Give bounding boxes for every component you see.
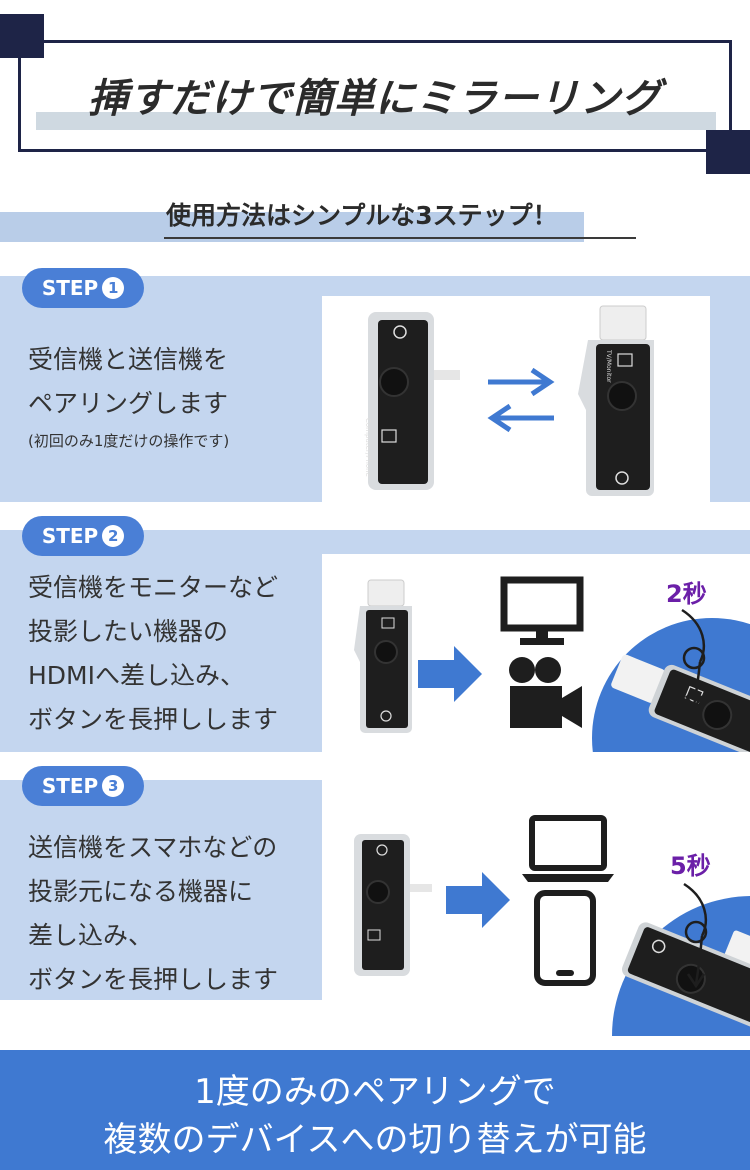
- title-highlight-band: [36, 112, 716, 130]
- step1-line-1: 受信機と送信機を: [28, 345, 229, 374]
- step3-text: 送信機をスマホなどの 投影元になる機器に 差し込み、 ボタンを長押しします: [28, 826, 278, 1002]
- step3-badge-number: 3: [102, 775, 125, 797]
- footer-banner: [0, 1050, 750, 1170]
- swap-arrows-icon: [487, 367, 555, 433]
- step3-line-3: 差し込み、: [28, 921, 154, 950]
- step2-line-1: 受信機をモニターなど: [28, 573, 279, 602]
- right-arrow-icon: [446, 872, 510, 928]
- step2-text: 受信機をモニターなど 投影したい機器の HDMIへ差し込み、 ボタンを長押ししま…: [28, 566, 278, 742]
- step3-line-4: ボタンを長押しします: [28, 965, 279, 994]
- title-frame: [18, 40, 732, 152]
- laptop-icon: [522, 815, 614, 882]
- step3-line-2: 投影元になる機器に: [28, 877, 254, 906]
- corner-square-bottom-right: [706, 130, 750, 174]
- right-arrow-icon: [418, 646, 482, 702]
- press-finger-arrow-icon: [683, 882, 708, 989]
- page-title: 挿すだけで簡単にミラーリング: [88, 76, 662, 122]
- footer-line-2: 複数のデバイスへの切り替えが可能: [103, 1120, 647, 1160]
- step3-transmitter-device: [354, 834, 432, 976]
- subtitle-underline: [164, 237, 636, 239]
- step3-badge: STEP 3: [22, 766, 144, 806]
- step3-panel: [0, 780, 322, 1000]
- press-finger-arrow-icon: [681, 608, 706, 711]
- step2-seconds-label: 2秒: [666, 580, 707, 608]
- step2-zoom-circle: [592, 618, 750, 752]
- smartphone-icon: [534, 890, 596, 986]
- corner-square-top-left: [0, 14, 44, 58]
- step1-badge-label: STEP: [41, 276, 99, 300]
- step2-line-4: ボタンを長押しします: [28, 705, 279, 734]
- step2-badge: STEP 2: [22, 516, 144, 556]
- step3-badge-label: STEP: [41, 774, 99, 798]
- step1-line-2: ペアリングします: [28, 389, 229, 418]
- step1-text: 受信機と送信機を ペアリングします: [28, 338, 228, 426]
- step2-line-2: 投影したい機器の: [28, 617, 229, 646]
- step1-receiver-label: Computer/Phone: [364, 418, 372, 477]
- step2-badge-label: STEP: [41, 524, 99, 548]
- step1-transmitter-device: [578, 305, 654, 496]
- step1-badge-number: 1: [102, 277, 125, 299]
- step2-line-3: HDMIへ差し込み、: [28, 661, 245, 690]
- monitor-icon: [500, 576, 584, 645]
- step1-badge: STEP 1: [22, 268, 144, 308]
- step1-transmitter-label: TV/Monitor: [605, 350, 612, 383]
- step3-line-1: 送信機をスマホなどの: [28, 833, 278, 862]
- step2-receiver-device: [354, 579, 412, 733]
- video-camera-icon: [509, 657, 582, 728]
- step1-receiver-device: [368, 312, 460, 490]
- step1-note: (初回のみ1度だけの操作です): [28, 432, 230, 450]
- step2-badge-number: 2: [102, 525, 125, 547]
- footer-line-1: 1度のみのペアリングで: [194, 1072, 556, 1112]
- step3-seconds-label: 5秒: [670, 852, 711, 880]
- subtitle: 使用方法はシンプルな3ステップ！: [166, 201, 558, 230]
- step3-zoom-circle: [612, 896, 750, 1036]
